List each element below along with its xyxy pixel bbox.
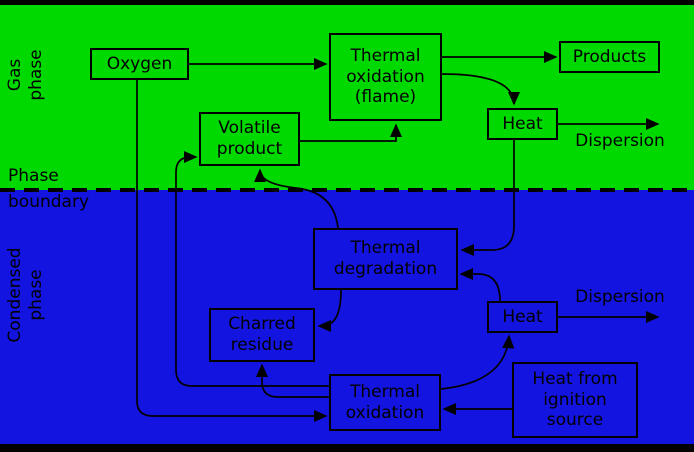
products-node: Products: [559, 41, 660, 73]
phase-boundary-label-bottom: boundary: [8, 192, 89, 212]
phase-boundary-label-top: Phase: [8, 166, 59, 186]
thermal-degradation-node: Thermal degradation: [313, 228, 458, 290]
thermal-oxidation-flame-node: Thermal oxidation (flame): [329, 33, 442, 121]
heat-gas-node: Heat: [487, 108, 558, 140]
condensed-phase-label: Condensed phase: [4, 247, 46, 343]
dispersion-condensed-label: Dispersion: [575, 287, 665, 307]
heat-condensed-node: Heat: [487, 301, 558, 333]
thermal-oxidation-condensed-node: Thermal oxidation: [329, 374, 441, 431]
dispersion-gas-label: Dispersion: [575, 131, 665, 151]
gas-phase-region: [0, 5, 694, 190]
gas-phase-label: Gas phase: [4, 49, 46, 101]
volatile-product-node: Volatile product: [199, 112, 300, 166]
oxygen-node: Oxygen: [90, 48, 189, 80]
heat-from-ignition-source-node: Heat from ignition source: [512, 362, 638, 438]
charred-residue-node: Charred residue: [209, 308, 315, 362]
